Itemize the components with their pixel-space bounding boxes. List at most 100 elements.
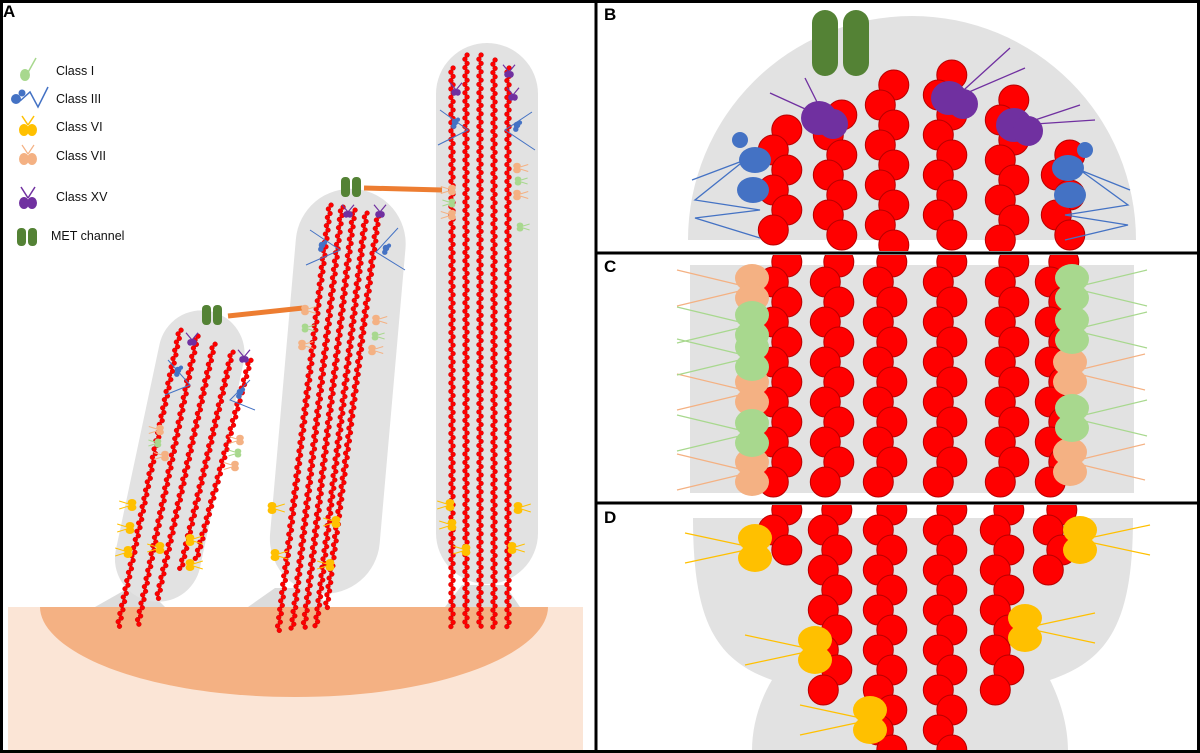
class-vii-myosin [372, 314, 388, 326]
panel-d [599, 505, 1197, 751]
actin-filament [757, 505, 803, 566]
class-vii-myosin [440, 184, 456, 196]
tip-link [227, 305, 304, 319]
class-vi-myosin [185, 559, 203, 572]
panel-label-b: B [604, 5, 616, 24]
class-xv-myosin [502, 64, 516, 78]
class-vi-myosin [147, 542, 165, 555]
actin-filament [154, 341, 218, 602]
class-vi-myosin [744, 626, 832, 674]
class-iii-myosin [318, 240, 328, 252]
legend-label-class-vii: Class VII [56, 149, 106, 163]
class-xv-myosin [449, 82, 463, 96]
class-i-myosin [442, 198, 456, 208]
class-vii-myosin [298, 339, 314, 351]
class-vi-myosin [267, 502, 285, 514]
actin-filament [312, 210, 370, 629]
panel-b [599, 3, 1197, 251]
class-vii-myosin [228, 434, 244, 446]
class-i-myosin [228, 448, 242, 458]
legend: Class I Class III Class VI Class VII Cla… [51, 64, 124, 243]
stereocilium-middle [269, 188, 406, 594]
actin-filament [984, 255, 1030, 498]
class-vi-myosin [115, 546, 133, 559]
class-i-myosin [1055, 394, 1148, 442]
class-i-myosin [1055, 306, 1148, 354]
class-xv-myosin [996, 104, 1096, 146]
panel-c [599, 255, 1197, 501]
met-channel [812, 10, 869, 76]
class-vi-myosin [117, 522, 135, 535]
class-iii-myosin [174, 365, 184, 377]
class-vi-myosin [119, 499, 137, 511]
class-vii-myosin-icon [19, 144, 37, 165]
class-i-myosin [371, 331, 385, 341]
class-xv-myosin [341, 204, 355, 218]
class-iii-myosin [691, 132, 771, 239]
class-xv-myosin [506, 87, 520, 101]
class-xv-myosin [931, 47, 1026, 119]
panel-label-d: D [604, 508, 616, 527]
actin-filament [809, 255, 855, 498]
class-vi-myosin [439, 519, 457, 532]
class-vi-myosin-icon [19, 115, 37, 136]
class-iii-tail-lines [164, 109, 536, 411]
legend-label-class-vi: Class VI [56, 120, 103, 134]
class-i-myosin [676, 333, 769, 381]
class-iii-myosin [1052, 142, 1131, 241]
stereocilium-short [114, 310, 245, 602]
legend-label-met-channel: MET channel [51, 229, 124, 243]
class-iii-myosin [451, 117, 461, 129]
class-xv-myosin [769, 77, 848, 139]
class-vii-myosin [513, 189, 529, 201]
actin-filament [862, 255, 908, 498]
class-vi-myosin [437, 499, 455, 511]
met-channel [202, 305, 222, 325]
stereocilium-tall [436, 43, 538, 584]
class-vii-myosin [153, 450, 169, 462]
actin-filament [288, 204, 346, 631]
actin-filament [323, 213, 382, 611]
class-vi-myosin [799, 696, 887, 744]
class-xv-myosin [237, 349, 251, 363]
actin-filament [922, 255, 968, 498]
class-i-myosin [301, 323, 315, 333]
class-xv-myosin-icon [19, 186, 37, 209]
legend-label-class-xv: Class XV [56, 190, 108, 204]
cuticular-plate [40, 607, 548, 697]
class-xv-myosin [185, 332, 199, 346]
class-iii-myosin-icon [11, 86, 49, 109]
class-i-myosin [1055, 264, 1148, 312]
actin-filament [462, 52, 470, 629]
legend-label-class-iii: Class III [56, 92, 101, 106]
met-channel [341, 177, 361, 197]
actin-filament [300, 207, 358, 630]
class-vi-myosin [1063, 516, 1151, 564]
class-vi-myosin [270, 549, 288, 562]
class-vii-myosin [148, 424, 164, 436]
class-vi-myosin [507, 542, 525, 555]
class-vi-myosin [323, 516, 341, 529]
actin-filament [115, 327, 184, 629]
class-vii-myosin [440, 209, 456, 221]
actin-filament [864, 69, 910, 251]
class-vi-myosin [684, 524, 772, 572]
class-i-myosin [514, 176, 528, 186]
actin-filament [979, 505, 1025, 706]
actin-filament [177, 349, 236, 572]
class-vi-myosin [317, 559, 335, 572]
legend-label-class-i: Class I [56, 64, 94, 78]
class-vi-myosin [185, 534, 203, 547]
class-iii-myosin [382, 243, 392, 255]
class-vi-myosin [453, 544, 471, 557]
class-vi-myosin [1008, 604, 1096, 652]
class-i-myosin-icon [20, 57, 37, 81]
stereocilium-base [693, 518, 1133, 751]
tip-link [363, 185, 443, 193]
class-i-myosin [676, 409, 769, 457]
actin-filament [275, 202, 334, 634]
class-i-myosin [516, 222, 530, 232]
class-vii-myosin [301, 304, 317, 316]
class-vii-myosin [223, 460, 239, 472]
